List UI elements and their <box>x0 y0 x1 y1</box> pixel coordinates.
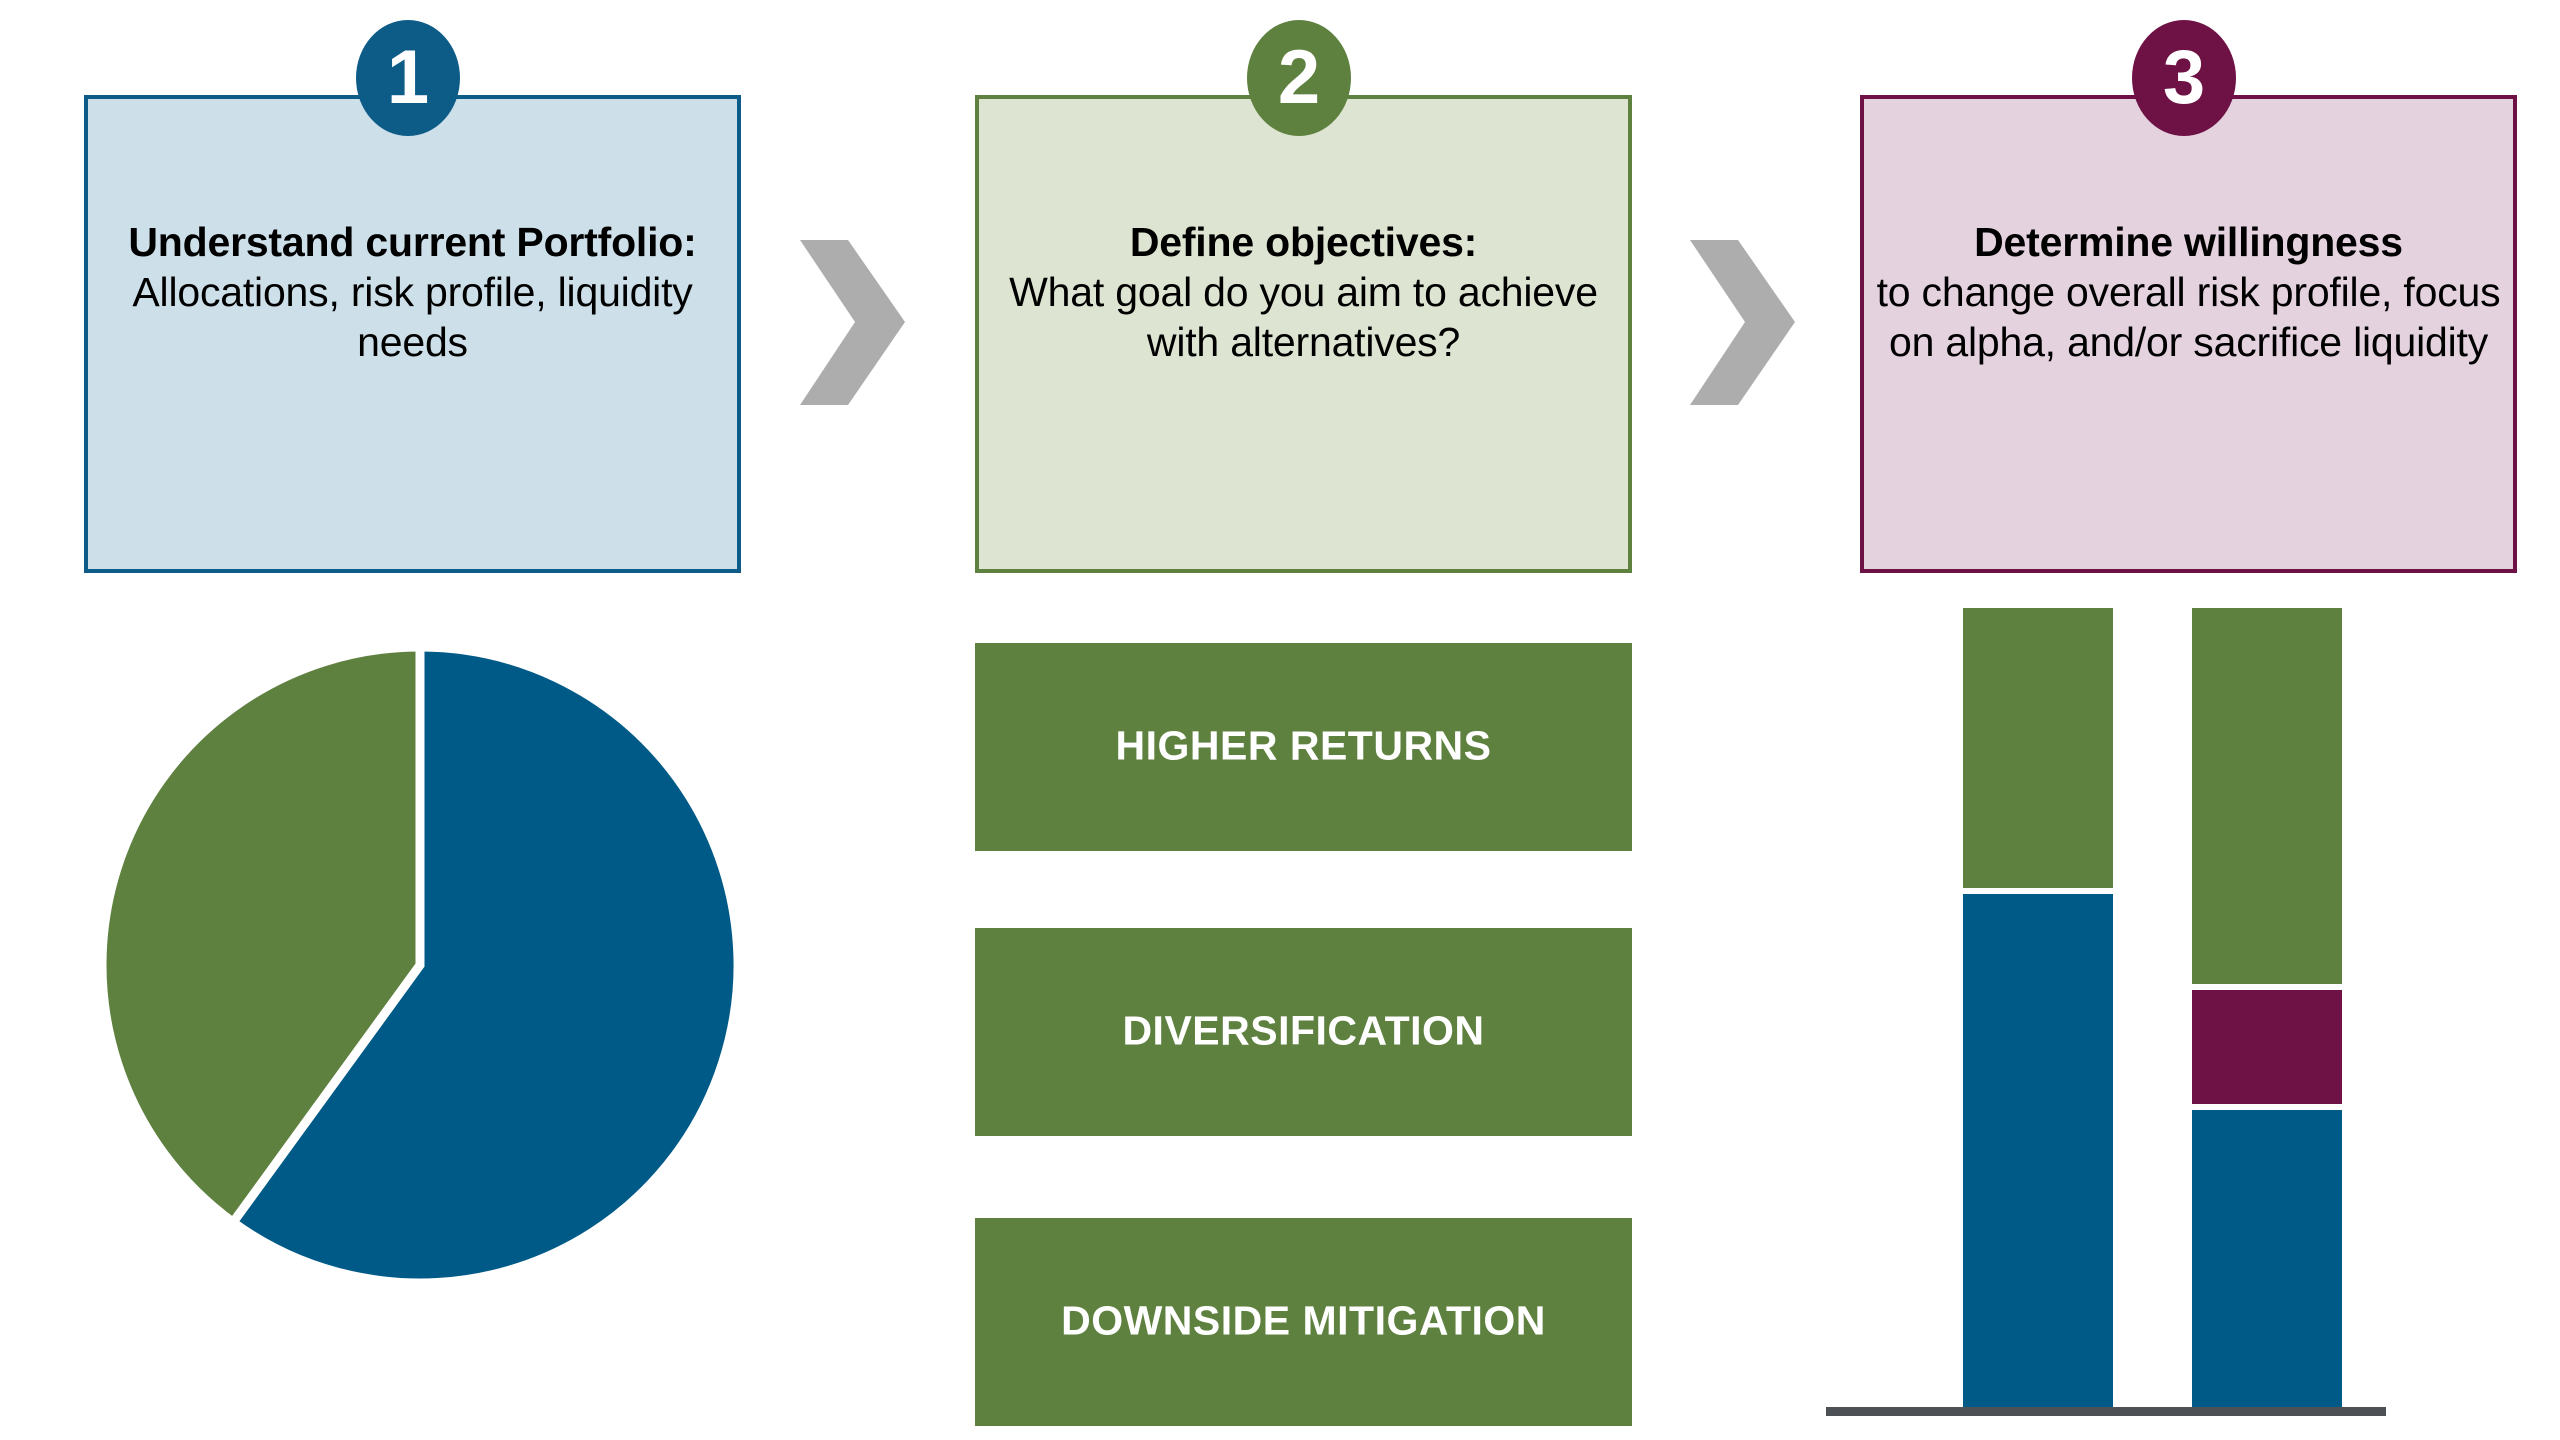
step-1-heading: Understand current Portfolio: <box>128 219 697 265</box>
objective-label-2: DOWNSIDE MITIGATION <box>1061 1297 1546 1344</box>
stack-segment <box>2192 608 2342 984</box>
objective-label-1: DIVERSIFICATION <box>1122 1007 1485 1054</box>
chart-baseline <box>1826 1407 2386 1416</box>
step-badge-3: 3 <box>2132 20 2236 136</box>
step-3-heading: Determine willingness <box>1974 219 2403 265</box>
pie-slice <box>97 642 425 1229</box>
stacked-bar-proposed <box>2192 608 2342 1408</box>
portfolio-pie-chart <box>95 640 745 1290</box>
chevron-right-icon <box>1690 240 1795 405</box>
step-2-heading: Define objectives: <box>1129 219 1478 265</box>
step-3-body: to change overall risk profile, focus on… <box>1876 269 2501 366</box>
step-box-3: Determine willingness to change overall … <box>1860 95 2517 573</box>
step-1-body: Allocations, risk profile, liquidity nee… <box>132 269 693 366</box>
objective-bar-downside-mitigation: DOWNSIDE MITIGATION <box>975 1218 1632 1426</box>
objective-label-0: HIGHER RETURNS <box>1115 722 1492 769</box>
stack-segment <box>1963 888 2113 1408</box>
objective-bar-higher-returns: HIGHER RETURNS <box>975 643 1632 851</box>
step-badge-2: 2 <box>1247 20 1351 136</box>
pie-slice <box>226 642 743 1288</box>
risk-profile-stacked-bar-chart <box>1820 600 2400 1430</box>
chevron-right-icon <box>800 240 905 405</box>
step-2-body: What goal do you aim to achieve with alt… <box>1009 269 1598 366</box>
step-badge-1: 1 <box>356 20 460 136</box>
step-3-text: Determine willingness to change overall … <box>1864 217 2513 367</box>
step-box-2: Define objectives: What goal do you aim … <box>975 95 1632 573</box>
step-2-text: Define objectives: What goal do you aim … <box>979 217 1628 367</box>
stacked-bar-current <box>1963 608 2113 1408</box>
stack-segment <box>2192 1104 2342 1408</box>
step-1-text: Understand current Portfolio: Allocation… <box>88 217 737 367</box>
stack-segment <box>1963 608 2113 888</box>
step-box-1: Understand current Portfolio: Allocation… <box>84 95 741 573</box>
objective-bar-diversification: DIVERSIFICATION <box>975 928 1632 1136</box>
stack-segment <box>2192 984 2342 1104</box>
